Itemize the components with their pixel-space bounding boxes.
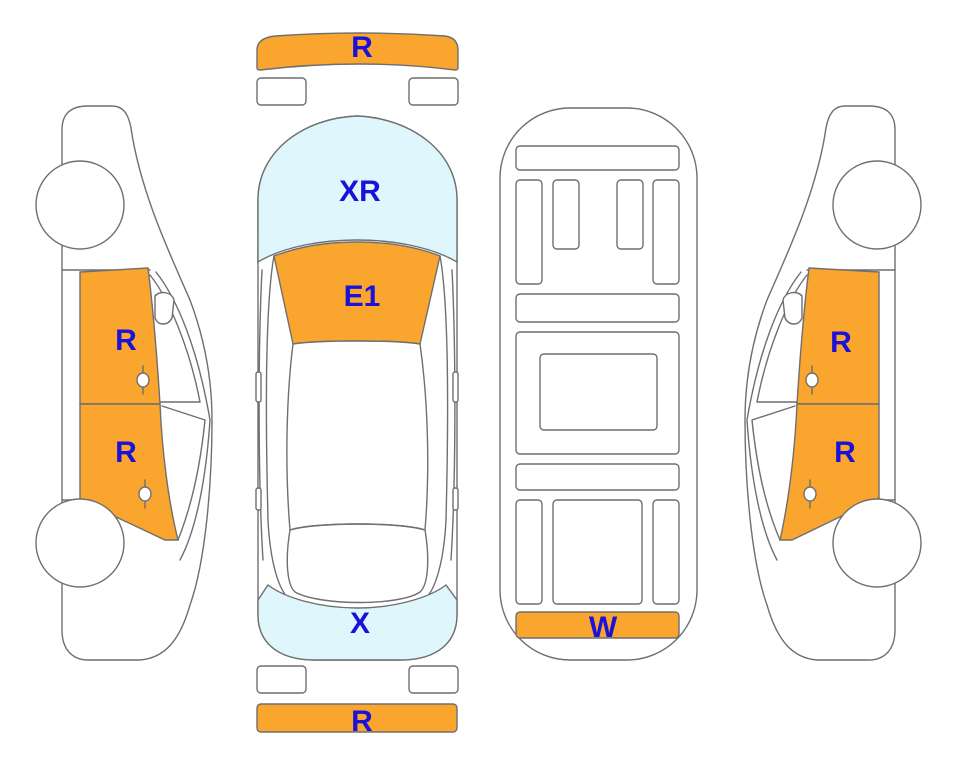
underbody-crossmember-front [515,293,680,323]
rear-bumper[interactable] [256,703,458,733]
left-front-glass [149,274,201,403]
left-mirror-side [154,291,175,325]
left-window-line [155,271,211,561]
top-view-car [255,32,459,733]
underbody-rear-floor [552,499,643,605]
right-front-door-code: R [830,326,852,359]
left-rear-wheel [35,498,125,588]
left-rear-glass [161,405,206,541]
rear-bumper-code: R [351,705,373,738]
underbody-front-mount-left [552,179,580,250]
right-rear-wheel [832,498,922,588]
right-front-glass [756,274,808,403]
front-bumper-code: R [351,31,373,64]
right-sill-line [450,269,456,561]
roof [286,340,429,531]
front-left-lamp [256,77,307,106]
rear-left-lamp [256,665,307,694]
right-handle [452,487,459,511]
front-bumper[interactable] [256,32,459,71]
damage-labels: R XR E1 X R W R R R R [115,31,856,738]
front-right-lamp [408,77,459,106]
underbody-outline [499,107,698,661]
left-mirror [255,371,262,403]
left-front-handle [136,365,150,395]
underbody-rear-rail-left [515,499,543,605]
rear-right-lamp [408,665,459,694]
left-a-pillar-line [265,255,291,601]
underbody-view [499,107,698,661]
rear-window[interactable] [257,583,458,661]
right-window-line [746,271,802,561]
left-front-door-code: R [115,324,137,357]
right-front-wheel [832,160,922,250]
underbody-front-rail-right [652,179,680,285]
underbody-front-mount-right [616,179,644,250]
right-rear-handle [803,479,817,509]
left-sill-line [258,269,264,561]
right-mirror [452,371,459,403]
rear-deck-line [286,523,429,604]
left-handle [255,487,262,511]
underbody-front-panel [515,145,680,171]
underbody-rear-code: W [589,611,618,644]
right-front-handle [805,365,819,395]
left-side-view [35,105,213,661]
underbody-crossmember-rear [515,463,680,491]
hood-code: E1 [344,280,381,313]
left-rear-handle [138,479,152,509]
right-rear-door-code: R [834,436,856,469]
right-rear-glass [751,405,796,541]
rear-window-code: X [350,607,370,640]
underbody-front-rail-left [515,179,543,285]
left-rear-door-code: R [115,436,137,469]
right-mirror-side [782,291,803,325]
underbody-rear-rail-right [652,499,680,605]
windshield[interactable] [257,115,458,264]
right-side-view [744,105,922,661]
right-a-pillar-line [423,255,449,601]
underbody-rear-panel[interactable] [515,611,680,639]
left-front-wheel [35,160,125,250]
underbody-tunnel [539,353,658,431]
windshield-code: XR [339,175,381,208]
